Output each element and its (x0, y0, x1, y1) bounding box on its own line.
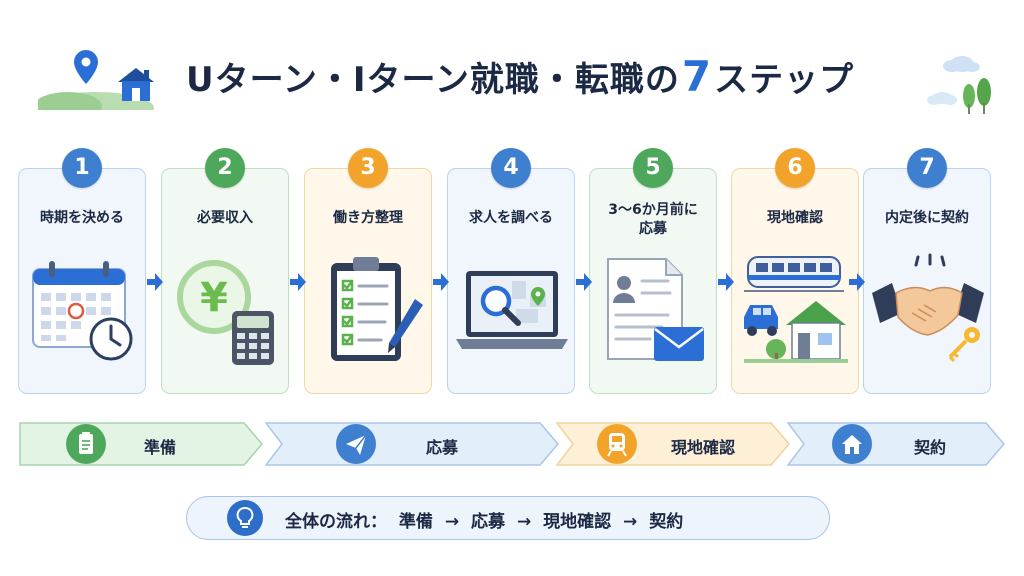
phase-label: 応募 (426, 438, 459, 457)
car-icon (744, 305, 778, 336)
envelope-icon (654, 327, 704, 361)
step-label: 必要収入 (197, 210, 253, 226)
flow-arrow: → (623, 512, 638, 532)
step-label: 求人を調べる (469, 210, 553, 226)
laptop-search-icon (456, 271, 568, 349)
step-label: 現地確認 (767, 210, 823, 226)
arrow-right-icon (849, 273, 865, 291)
step-card-1: 時期を決める (18, 168, 146, 394)
map-pin-icon (74, 50, 98, 84)
step-label: 働き方整理 (333, 210, 403, 226)
clipboard-icon (66, 424, 106, 464)
step-number-3: 3 (348, 148, 388, 188)
step-label: 内定後に契約 (885, 210, 969, 226)
calendar-clock-icon (32, 261, 133, 361)
flow-item: 契約 (649, 512, 684, 532)
step-card-6: 現地確認 (731, 168, 859, 394)
house-icon (118, 68, 154, 101)
paper-plane-icon (336, 424, 376, 464)
step-card-2: 必要収入 ¥ (161, 168, 289, 394)
train-house-icon (744, 256, 848, 363)
cloud-icon (927, 92, 957, 105)
train-icon (597, 424, 637, 464)
key-icon (948, 327, 980, 363)
clock-icon (89, 317, 133, 361)
step-card-5: 3～6か月前に 応募 (589, 168, 717, 394)
step-label: 時期を決める (40, 210, 124, 226)
flow-arrow: → (444, 512, 460, 532)
calculator-icon (232, 311, 274, 365)
svg-text:¥: ¥ (200, 275, 228, 321)
phase-application: 応募 (264, 421, 560, 467)
flow-item: 応募 (471, 512, 506, 532)
phase-label: 現地確認 (671, 438, 736, 457)
step-number-6: 6 (775, 148, 815, 188)
arrow-right-icon (718, 273, 734, 291)
phase-preparation: 準備 (18, 421, 264, 467)
pen-icon (388, 299, 423, 353)
page-title: Uターン・Iターン就職・転職の7ステップ (186, 52, 855, 101)
flow-text: 全体の流れ： 準備 → 応募 → 現地確認 → 契約 (285, 507, 689, 532)
flow-label: 全体の流れ： (285, 512, 387, 532)
arrow-right-icon (576, 273, 592, 291)
phase-label: 契約 (914, 438, 947, 457)
handshake-key-icon (872, 253, 984, 363)
overall-flow-bar: 全体の流れ： 準備 → 応募 → 現地確認 → 契約 (186, 496, 830, 540)
checklist-clipboard-icon (331, 257, 423, 361)
step-number-2: 2 (205, 148, 245, 188)
step-number-4: 4 (491, 148, 531, 188)
cloud-icon (943, 56, 980, 72)
flow-arrow: → (516, 512, 532, 532)
step-card-4: 求人を調べる (447, 168, 575, 394)
step-number-5: 5 (633, 148, 673, 188)
tree-icon (963, 78, 991, 114)
header-right-illustration (927, 56, 991, 114)
flow-item: 準備 (398, 512, 433, 532)
step-card-7: 内定後に契約 (863, 168, 991, 394)
step-number-7: 7 (907, 148, 947, 188)
resume-envelope-icon (607, 258, 704, 361)
yen-calculator-icon: ¥ (177, 260, 274, 365)
arrow-right-icon (147, 273, 163, 291)
house-icon (832, 424, 872, 464)
house-icon (786, 301, 846, 360)
magnifier-icon (480, 285, 521, 326)
arrow-right-icon (433, 273, 449, 291)
header-left-illustration (38, 50, 154, 110)
phase-site-visit: 現地確認 (555, 421, 791, 467)
tree-icon (766, 339, 786, 361)
train-icon (744, 256, 844, 292)
step-card-3: 働き方整理 (304, 168, 432, 394)
phase-label: 準備 (144, 438, 177, 457)
step-number-1: 1 (62, 148, 102, 188)
flow-item: 現地確認 (543, 512, 612, 532)
lightbulb-icon (227, 500, 263, 536)
arrow-right-icon (290, 273, 306, 291)
step-label: 3～6か月前に 応募 (608, 202, 698, 237)
phase-contract: 契約 (786, 421, 1008, 467)
